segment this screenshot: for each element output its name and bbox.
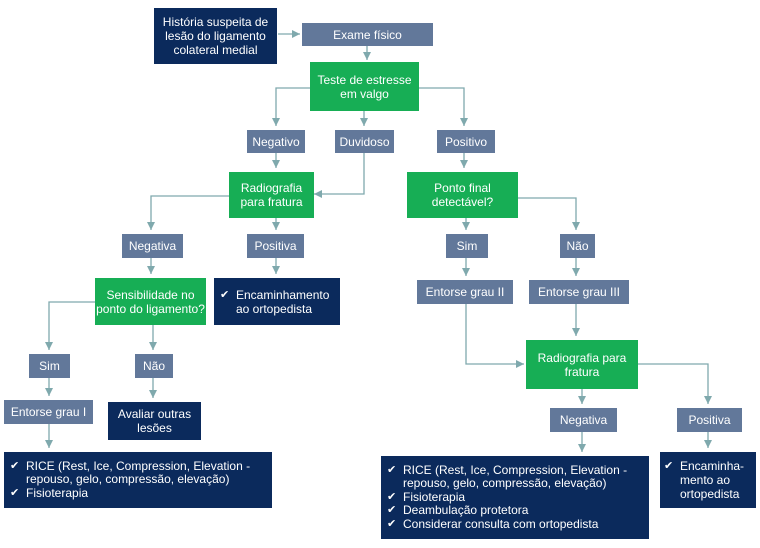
check-icon: ✔: [220, 288, 230, 301]
connector: [638, 363, 712, 404]
grade-3-sprain-node: Entorse grau III: [529, 280, 629, 304]
physical-exam-node: Exame físico: [302, 23, 433, 46]
check-icon: ✔: [664, 460, 674, 472]
history-node: História suspeita de lesão do ligamento …: [154, 8, 277, 64]
check-icon: ✔: [387, 490, 397, 503]
grade-2-sprain-node: Entorse grau II: [417, 280, 513, 304]
connector: [45, 301, 95, 350]
xray-negative-node-2: Negativa: [550, 408, 617, 432]
connector: [147, 195, 229, 230]
connector: [518, 197, 580, 230]
check-icon: ✔: [10, 486, 20, 499]
connector: [419, 87, 468, 126]
list-item: ✔Fisioterapia: [387, 489, 466, 504]
ligament-tenderness-node: Sensibilidade no ponto do ligamento?: [95, 278, 206, 325]
list-item: ✔RICE (Rest, Ice, Compression, Elevation…: [387, 462, 628, 491]
check-icon: ✔: [387, 463, 397, 476]
result-positive-node: Positivo: [437, 130, 495, 153]
referral-text: Encaminha-mento ao ortopedista: [680, 459, 745, 501]
orthopedic-referral-node-1: ✔ Encaminhamento ao ortopedista: [214, 278, 340, 325]
valgus-stress-test-node: Teste de estresse em valgo: [310, 62, 419, 111]
xray-positive-node-1: Positiva: [247, 234, 304, 258]
connector: [314, 153, 365, 198]
endpoint-no-node: Não: [560, 234, 595, 258]
result-doubtful-node: Duvidoso: [335, 130, 394, 153]
xray-positive-node-2: Positiva: [677, 408, 742, 432]
result-negative-node: Negativo: [247, 130, 305, 153]
check-icon: ✔: [387, 504, 397, 517]
endpoint-yes-node: Sim: [446, 234, 488, 258]
endpoint-detectable-node: Ponto final detectável?: [407, 172, 518, 218]
xray-negative-node-1: Negativa: [122, 234, 183, 258]
evaluate-other-injuries-node: Avaliar outras lesões: [108, 402, 201, 440]
treatment-list-left: ✔RICE (Rest, Ice, Compression, Elevation…: [4, 452, 272, 508]
check-icon: ✔: [10, 459, 20, 472]
connector: [272, 87, 310, 126]
fracture-radiograph-node-1: Radiografia para fratura: [229, 172, 314, 218]
list-item: ✔RICE (Rest, Ice, Compression, Elevation…: [10, 458, 251, 487]
tenderness-yes-node: Sim: [29, 354, 70, 378]
referral-text: Encaminhamento ao ortopedista: [236, 287, 330, 316]
tenderness-no-node: Não: [135, 354, 173, 378]
fracture-radiograph-node-2: Radiografia para fratura: [526, 340, 638, 389]
orthopedic-referral-node-2: ✔ Encaminha-mento ao ortopedista: [660, 452, 756, 508]
list-item: ✔Deambulação protetora: [387, 503, 529, 518]
treatment-list-right: ✔RICE (Rest, Ice, Compression, Elevation…: [381, 456, 649, 539]
list-item: ✔Considerar consulta com ortopedista: [387, 516, 599, 531]
list-item: ✔Fisioterapia: [10, 485, 89, 500]
connector: [465, 304, 524, 368]
check-icon: ✔: [387, 517, 397, 530]
grade-1-sprain-node: Entorse grau I: [4, 400, 93, 424]
